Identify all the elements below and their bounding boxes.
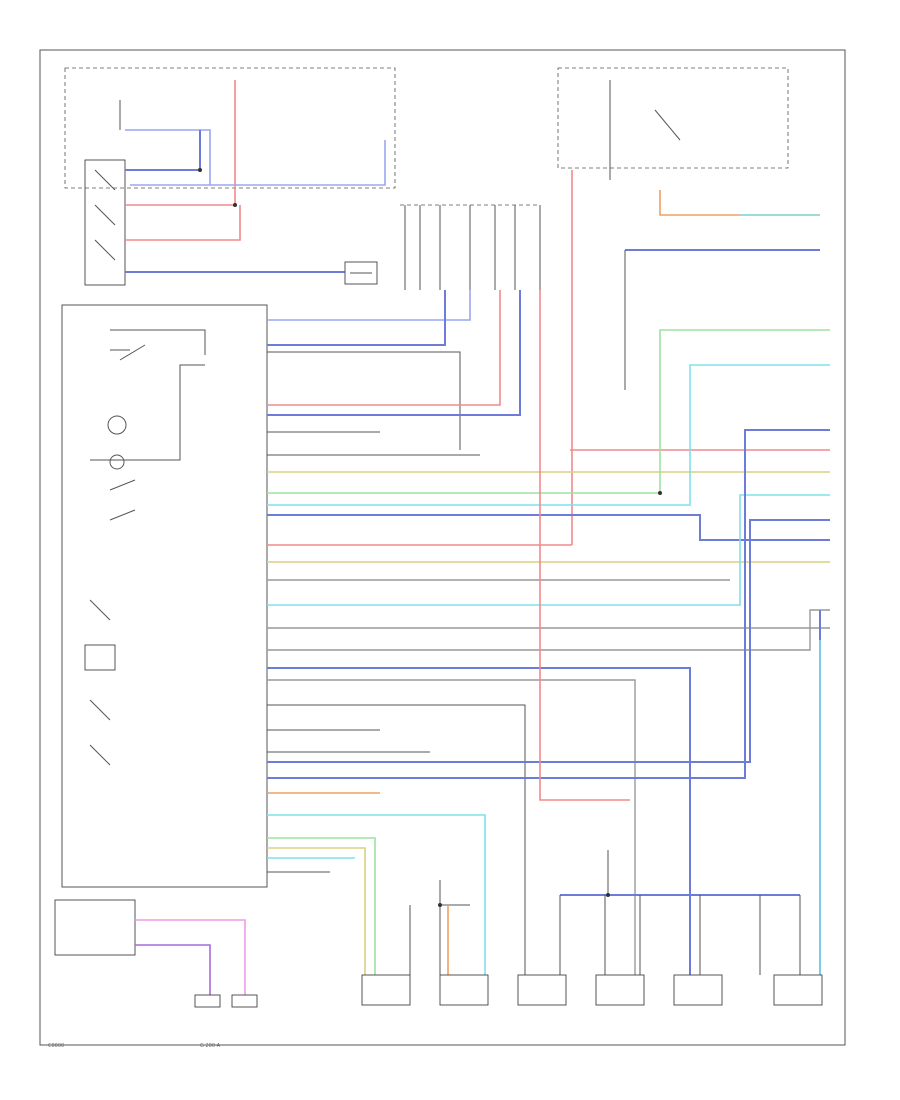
module-lamp-1 [107, 415, 127, 435]
module-switch-1 [110, 329, 206, 361]
fuse-box-outline-left [64, 67, 396, 189]
wire-h-2 [267, 290, 446, 346]
connector-bar-drops [404, 205, 541, 290]
wire-pink-bottom [135, 919, 246, 995]
wire-h-9 [267, 329, 830, 494]
wire-h-24 [267, 429, 830, 779]
wire-v-red-right [539, 290, 630, 801]
bottom-connector-1 [194, 994, 221, 1008]
wire-h-5 [267, 290, 521, 416]
wire-lightblue-2 [130, 140, 386, 186]
figure-code: C0000 [48, 1043, 64, 1049]
splice-dot [233, 203, 237, 207]
bottom-connector-2 [231, 994, 258, 1008]
wire-h-10 [267, 364, 830, 506]
right-fuse-internal [609, 80, 681, 180]
splice-dot [438, 903, 442, 907]
diagram-frame [39, 49, 846, 1046]
actuator-5 [673, 974, 723, 1006]
splice-dot [198, 168, 202, 172]
module-internal-line [90, 364, 205, 461]
wire-h-15 [267, 494, 830, 606]
actuator-6 [773, 974, 823, 1006]
relay-contacts [94, 169, 116, 261]
wire-h-27 [267, 837, 376, 975]
splice-dot [658, 491, 662, 495]
wire-red-2 [125, 205, 241, 241]
wire-h-18 [267, 667, 691, 975]
wire-sensor-drops [409, 880, 470, 975]
module-subblock [84, 644, 116, 671]
wire-h-28 [267, 847, 366, 975]
wire-red-1 [125, 80, 236, 206]
relay-block-left [84, 159, 126, 286]
module-lamp-2 [109, 454, 125, 470]
fuse-box-outline-right [557, 67, 789, 169]
wire-blue-1 [125, 130, 201, 171]
wire-purple-bottom [135, 944, 211, 995]
wire-h-3 [267, 351, 461, 450]
control-module-outline [61, 304, 268, 888]
sub-module-box [54, 899, 136, 956]
wire-h-11 [267, 514, 830, 541]
splice-dot [606, 893, 610, 897]
actuator-1 [361, 974, 411, 1006]
actuator-2 [439, 974, 489, 1006]
bottom-block-label: G 200 A [200, 1043, 221, 1049]
pressure-switch-box [344, 261, 378, 285]
wire-h-23 [267, 519, 830, 763]
wire-h-19 [267, 679, 636, 975]
module-switch-3 [89, 599, 111, 766]
wire-h-1 [267, 290, 471, 321]
wire-bus-drops [559, 850, 801, 975]
wire-orange-1 [659, 190, 820, 216]
actuator-4 [595, 974, 645, 1006]
wire-h-26 [267, 814, 486, 975]
actuator-3 [517, 974, 567, 1006]
wire-lightblue-1 [125, 129, 211, 185]
wire-h-4 [267, 290, 501, 406]
wire-h-20 [267, 704, 526, 975]
module-switch-2 [109, 479, 136, 521]
